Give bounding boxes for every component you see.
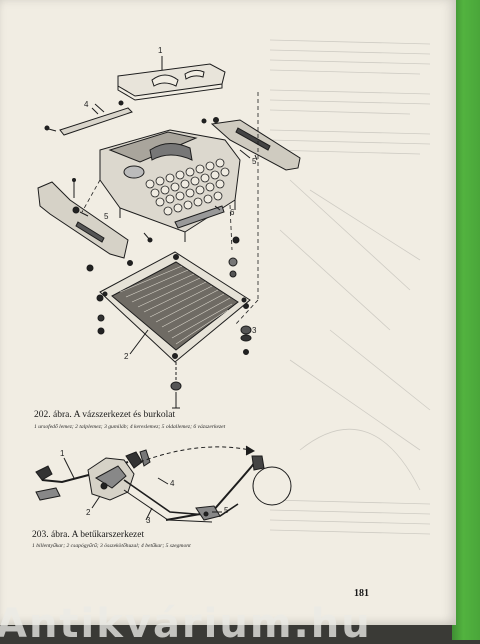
typewriter-frame (99, 129, 241, 242)
left-side-plate (37, 178, 129, 259)
right-side-plate (201, 117, 301, 171)
watermark: Antikvárium.hu (0, 604, 372, 644)
callout-6: 6 (230, 208, 235, 217)
figure-202-drawing (37, 56, 301, 409)
figure-203-caption-legend: 1 billentyűkar; 2 csapógyűrű; 3 összeköt… (32, 543, 191, 549)
base-plate (99, 251, 251, 363)
callout-203-2: 2 (86, 508, 91, 517)
book-page: 1 4 5 5 6 3 2 202. ábra. A vázszerkezet … (0, 0, 456, 625)
callout-4: 4 (84, 100, 89, 109)
callout-203-1: 1 (60, 449, 65, 458)
callout-1: 1 (158, 46, 163, 55)
callout-5-right: 5 (252, 157, 257, 166)
figure-203-caption-title: 203. ábra. A betűkarszerkezet (32, 530, 145, 540)
callout-203-5: 5 (224, 506, 229, 515)
front-bar (44, 100, 133, 136)
callout-5-left: 5 (104, 212, 109, 221)
callout-3: 3 (252, 326, 257, 335)
callout-203-3: 3 (146, 516, 151, 525)
book-edge (452, 0, 480, 640)
figure-202-caption-title: 202. ábra. A vázszerkezet és burkolat (34, 410, 176, 420)
callout-203-4: 4 (170, 479, 175, 488)
bleed-through-texture (270, 39, 431, 535)
top-cover-plate (117, 56, 226, 101)
callout-2: 2 (124, 352, 129, 361)
rubber-feet (170, 325, 252, 409)
page-number: 181 (354, 588, 369, 599)
figure-202-caption-legend: 1 ursofedő lemez; 2 talplemez; 3 gumiláb… (34, 424, 226, 430)
figure-203-drawing (35, 445, 292, 523)
